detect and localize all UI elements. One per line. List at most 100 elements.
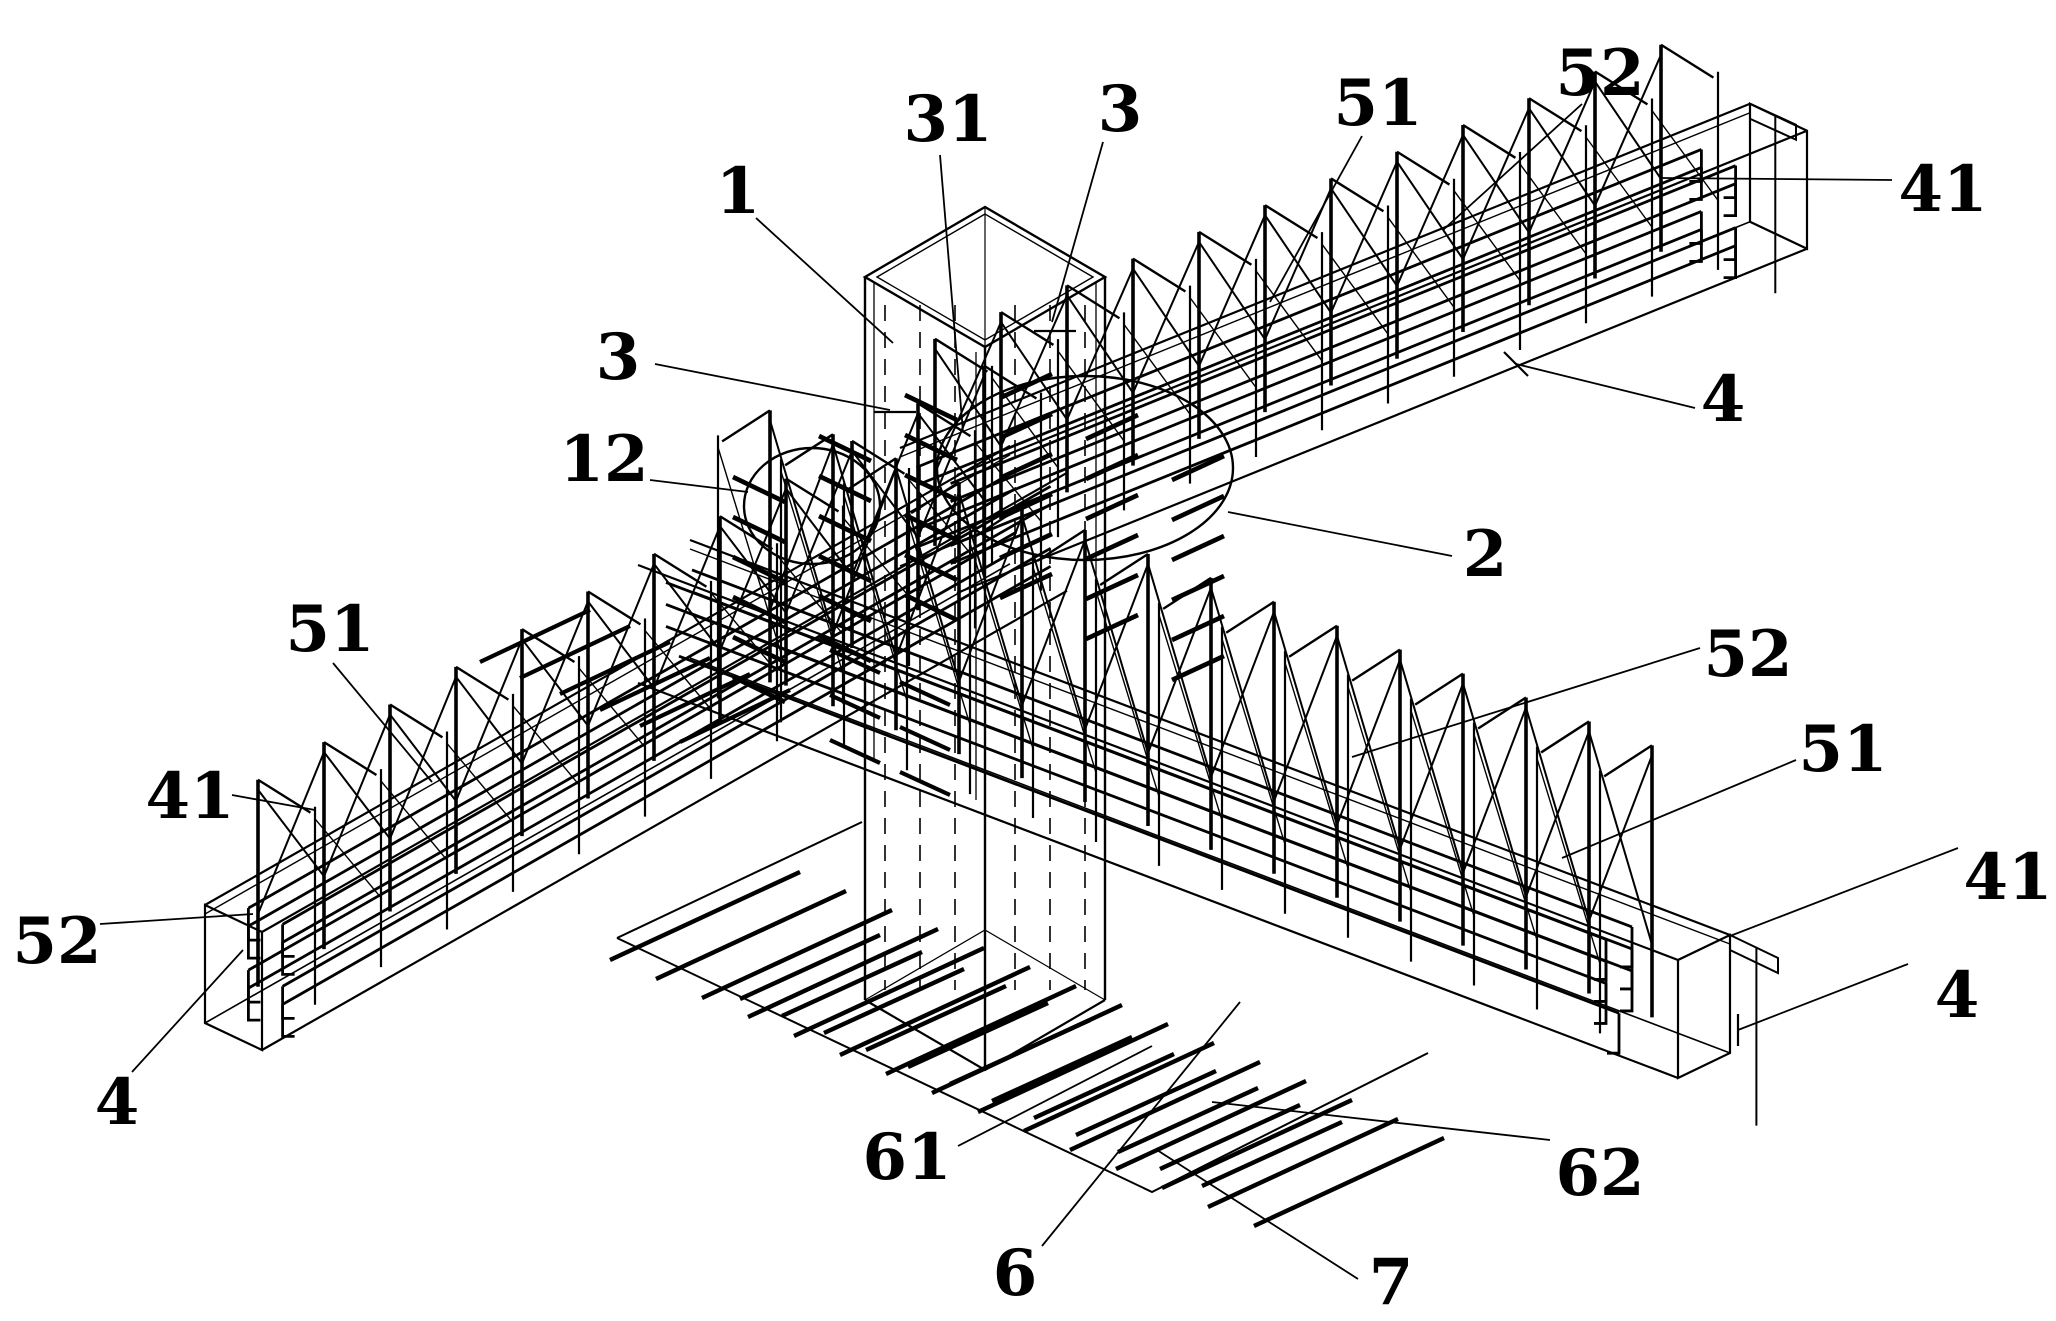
dowel-bar-left-face xyxy=(818,433,872,464)
lattice-diagonal-near xyxy=(969,542,1034,749)
dowel-bar-left-face xyxy=(732,554,786,585)
stirrup-top-tie xyxy=(1477,696,1527,730)
slab-bar-top-layer xyxy=(1253,1136,1445,1228)
longitudinal-bar xyxy=(691,568,1633,929)
lattice-diagonal-near xyxy=(1347,686,1412,893)
dowel-bar-left-face xyxy=(732,474,786,505)
panel-outline xyxy=(616,937,1429,1194)
lattice-diagonal xyxy=(1336,659,1401,826)
dowel-bar-left-face xyxy=(732,514,786,545)
lattice-diagonal-near xyxy=(1221,638,1286,845)
stirrup-top-tie xyxy=(1528,97,1583,133)
bar-end-hook xyxy=(1607,1013,1621,1055)
leader-line-4 xyxy=(1737,963,1909,1031)
stirrup-top-tie xyxy=(934,337,989,373)
slab-bar-bottom-layer xyxy=(1159,1102,1301,1172)
dowel-bar-left-face xyxy=(904,472,958,503)
stirrup-top-tie xyxy=(587,590,642,626)
leader-line-12 xyxy=(649,479,749,493)
longitudinal-bar xyxy=(915,166,1702,487)
shell-bottom-near-edge xyxy=(261,589,1068,1051)
ref-label-52: 52 xyxy=(1703,617,1792,692)
dowel-bar-right-face xyxy=(1171,653,1225,683)
lattice-diagonal xyxy=(1147,587,1212,754)
stirrup-top-tie xyxy=(1099,552,1149,586)
leader-line-3 xyxy=(654,363,891,411)
dowel-bar-left-face xyxy=(732,594,786,625)
lattice-diagonal-near xyxy=(1536,758,1601,965)
longitudinal-bar xyxy=(950,226,1737,547)
lattice-diagonal xyxy=(1588,755,1653,921)
leader-line-41 xyxy=(1729,847,1959,937)
ref-label-52: 52 xyxy=(1555,36,1644,111)
dowel-bar-left-face xyxy=(904,552,958,583)
lattice-diagonal-near xyxy=(1410,710,1475,917)
lattice-diagonal-near xyxy=(1095,590,1160,797)
lattice-diagonal xyxy=(1273,635,1338,802)
leader-line-31 xyxy=(939,154,964,433)
longitudinal-bar xyxy=(247,530,1018,972)
dowel-bar-left-face xyxy=(904,512,958,543)
shell-bottom-far-edge xyxy=(689,657,1731,1054)
dowel-bar-left-face xyxy=(818,513,872,544)
ref-label-2: 2 xyxy=(1463,517,1508,592)
shell-top-far-edge xyxy=(899,102,1751,450)
leader-line-6 xyxy=(1041,1001,1241,1247)
lattice-diagonal xyxy=(958,515,1023,682)
ref-label-4: 4 xyxy=(1935,958,1980,1033)
stirrup-top-tie xyxy=(1198,230,1253,266)
leader-line-41 xyxy=(231,794,316,811)
lattice-diagonal-near xyxy=(1158,614,1223,821)
slab-bar-bottom-layer xyxy=(907,1000,1049,1070)
stirrup-top-tie xyxy=(1660,43,1715,79)
ref-label-7: 7 xyxy=(1369,1245,1414,1320)
dowel-bar-right-face xyxy=(999,491,1053,521)
shell-end-flange xyxy=(1729,933,1779,975)
bar-end-hook xyxy=(1723,183,1737,218)
dowel-bar-right-face xyxy=(1085,452,1139,482)
slab-bar-top-layer xyxy=(747,927,939,1019)
dowel-bar-right-face xyxy=(1171,533,1225,563)
lattice-diagonal xyxy=(1066,268,1134,420)
lattice-diagonal xyxy=(257,751,325,915)
dowel-bar-left-face xyxy=(818,593,872,624)
slab-bar-stub xyxy=(679,688,791,744)
shell-bottom-near-edge xyxy=(637,681,1679,1080)
leader-line-1 xyxy=(755,217,894,344)
dowel-bar-joint xyxy=(829,738,881,765)
dowel-bar-joint xyxy=(829,693,881,720)
longitudinal-bar xyxy=(915,228,1702,549)
leader-line-61 xyxy=(957,1045,1153,1147)
ref-label-3: 3 xyxy=(1098,72,1143,147)
lattice-diagonal xyxy=(1084,563,1149,730)
slab-bar-bottom-layer xyxy=(1075,1068,1217,1138)
ref-label-41: 41 xyxy=(145,759,234,834)
stirrup-top-tie xyxy=(910,481,960,515)
dowel-bar-left-face xyxy=(904,592,958,623)
ref-label-51: 51 xyxy=(1798,712,1887,787)
ref-label-6: 6 xyxy=(993,1236,1038,1311)
dowel-bar-left-face xyxy=(732,634,786,665)
lattice-diagonal-near xyxy=(1284,662,1349,869)
longitudinal-bar xyxy=(950,164,1737,485)
slab-bar-stub xyxy=(479,608,591,664)
leader-line-4 xyxy=(131,949,244,1073)
lattice-diagonal-near xyxy=(380,780,448,861)
slab-bar-top-layer xyxy=(1161,1098,1353,1190)
ref-label-12: 12 xyxy=(559,422,648,497)
bar-end-hook xyxy=(281,1004,295,1038)
lattice-diagonal xyxy=(1528,81,1596,233)
ref-label-41: 41 xyxy=(1963,840,2052,915)
slab-bar-top-layer xyxy=(1207,1117,1399,1209)
lattice-diagonal-near xyxy=(906,518,971,725)
stirrup-top-tie xyxy=(1414,672,1464,706)
stirrup-top-tie xyxy=(1351,648,1401,682)
ref-label-31: 31 xyxy=(903,82,992,157)
shell-end-face xyxy=(1676,933,1732,1080)
lattice-diagonal xyxy=(1330,161,1398,314)
lattice-diagonal xyxy=(719,488,787,651)
bar-end-hook xyxy=(246,988,261,1022)
slab-bar-top-layer xyxy=(1115,1079,1307,1171)
longitudinal-bar xyxy=(281,565,1052,1006)
leader-line-2 xyxy=(1227,511,1453,557)
